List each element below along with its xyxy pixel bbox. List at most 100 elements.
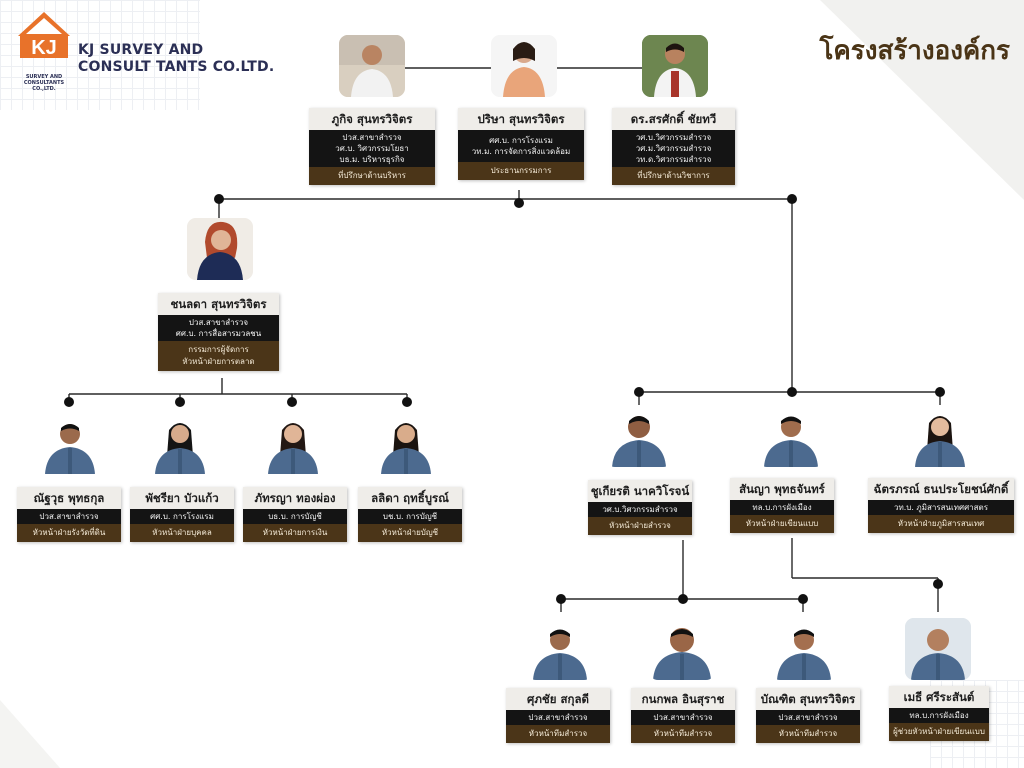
connector-dot xyxy=(935,387,945,397)
avatar-p2 xyxy=(491,35,557,97)
position-line: หัวหน้าฝ่ายการตลาด xyxy=(182,357,255,366)
connector-dot xyxy=(787,387,797,397)
person-name: ฉัตรภรณ์ ธนประโยชน์ศักดิ์ xyxy=(868,478,1014,500)
person-name: ลลิดา ฤทธิ์บูรณ์ xyxy=(358,487,462,509)
education-line: ศศ.บ. การโรงแรม xyxy=(489,136,553,145)
connector-dot xyxy=(798,594,808,604)
connector-dot xyxy=(634,387,644,397)
person-name: ชนลดา สุนทรวิจิตร xyxy=(158,293,279,315)
person-position: หัวหน้าทีมสำรวจ xyxy=(756,725,860,743)
education-line: วท.ม. การจัดการสิ่งแวดล้อม xyxy=(471,147,571,156)
person-education: ปวส.สาขาสำรวจ วศ.บ. วิศวกรรมโยธา บธ.ม. บ… xyxy=(309,130,435,167)
education-line: บธ.บ. การบัญชี xyxy=(268,512,322,521)
person-name: กนกพล อินสุราช xyxy=(631,688,735,710)
education-line: ปวส.สาขาสำรวจ xyxy=(342,133,402,142)
avatar-p7 xyxy=(260,412,326,474)
position-line: ผู้ช่วยหัวหน้าฝ่ายเขียนแบบ xyxy=(893,727,985,736)
person-name: ภูกิจ สุนทรวิจิตร xyxy=(309,108,435,130)
connector-dot xyxy=(214,194,224,204)
person-education: ปวส.สาขาสำรวจ xyxy=(17,509,121,524)
position-line: ที่ปรึกษาด้านวิชาการ xyxy=(637,171,710,180)
person-education: ทล.บ.การผังเมือง xyxy=(889,708,989,723)
education-line: บธ.ม. บริหารธุรกิจ xyxy=(339,155,405,164)
person-education: ปวส.สาขาสำรวจ ศศ.บ. การสื่อสารมวลชน xyxy=(158,315,279,341)
card-p11: ฉัตรภรณ์ ธนประโยชน์ศักดิ์ วท.บ. ภูมิสารส… xyxy=(868,478,1014,533)
card-p2: ปริษา สุนทรวิจิตร ศศ.บ. การโรงแรม วท.ม. … xyxy=(458,108,584,180)
position-line: หัวหน้าฝ่ายการเงิน xyxy=(262,528,328,537)
person-name: ชูเกียรติ นาควิโรจน์ xyxy=(588,480,692,502)
avatar-p15 xyxy=(905,618,971,680)
education-line: ปวส.สาขาสำรวจ xyxy=(653,713,713,722)
card-p9: ชูเกียรติ นาควิโรจน์ วศ.บ.วิศวกรรมสำรวจ … xyxy=(588,480,692,535)
education-line: วท.บ. ภูมิสารสนเทศศาสตร xyxy=(893,503,989,512)
person-position: หัวหน้าทีมสำรวจ xyxy=(631,725,735,743)
person-position: ผู้ช่วยหัวหน้าฝ่ายเขียนแบบ xyxy=(889,723,989,741)
avatar-p12 xyxy=(527,618,593,680)
education-line: ปวส.สาขาสำรวจ xyxy=(528,713,588,722)
person-education: ศศ.บ. การโรงแรม วท.ม. การจัดการสิ่งแวดล้… xyxy=(458,130,584,162)
person-position: ประธานกรรมการ xyxy=(458,162,584,180)
person-education: ปวส.สาขาสำรวจ xyxy=(756,710,860,725)
company-logo: KJ SURVEY AND CONSULTANTS CO.,LTD. xyxy=(14,10,74,92)
avatar-p5 xyxy=(37,412,103,474)
person-education: บธ.บ. การบัญชี xyxy=(243,509,347,524)
person-position: หัวหน้าฝ่ายบุคคล xyxy=(130,524,234,542)
person-name: เมธี ศรีระสันต์ xyxy=(889,686,989,708)
company-name-line1: KJ SURVEY AND xyxy=(78,42,204,58)
avatar-p4 xyxy=(187,218,253,280)
person-name: ปริษา สุนทรวิจิตร xyxy=(458,108,584,130)
education-line: ปวส.สาขาสำรวจ xyxy=(778,713,838,722)
position-line: หัวหน้าฝ่ายภูมิสารสนเทศ xyxy=(897,519,985,528)
person-education: วศ.บ.วิศวกรรมสำรวจ xyxy=(588,502,692,517)
avatar-p6 xyxy=(147,412,213,474)
education-line: วศ.ม.วิศวกรรมสำรวจ xyxy=(635,144,712,153)
person-position: หัวหน้าฝ่ายภูมิสารสนเทศ xyxy=(868,515,1014,533)
avatar-p11 xyxy=(907,405,973,467)
card-p5: ณัฐวุธ พุทธกุล ปวส.สาขาสำรวจ หัวหน้าฝ่าย… xyxy=(17,487,121,542)
position-line: ที่ปรึกษาด้านบริหาร xyxy=(338,171,406,180)
person-position: หัวหน้าฝ่ายสำรวจ xyxy=(588,517,692,535)
education-line: ทล.บ.การผังเมือง xyxy=(909,711,969,720)
position-line: หัวหน้าฝ่ายบัญชี xyxy=(381,528,439,537)
education-line: วท.ด.วิศวกรรมสำรวจ xyxy=(635,155,712,164)
connector-dot xyxy=(514,198,524,208)
person-name: ศุภชัย สกุลดี xyxy=(506,688,610,710)
connector-dot xyxy=(402,397,412,407)
education-line: วศ.บ.วิศวกรรมสำรวจ xyxy=(602,505,678,514)
company-name: KJ SURVEY AND CONSULT TANTS CO.LTD. xyxy=(78,42,274,76)
position-line: ประธานกรรมการ xyxy=(490,166,552,175)
position-line: หัวหน้าฝ่ายสำรวจ xyxy=(609,521,671,530)
card-p4: ชนลดา สุนทรวิจิตร ปวส.สาขาสำรวจ ศศ.บ. กา… xyxy=(158,293,279,371)
card-p14: บัณฑิต สุนทรวิจิตร ปวส.สาขาสำรวจ หัวหน้า… xyxy=(756,688,860,743)
position-line: หัวหน้าฝ่ายบุคคล xyxy=(152,528,212,537)
position-line: กรรมการผู้จัดการ xyxy=(188,345,249,354)
person-name: ณัฐวุธ พุทธกุล xyxy=(17,487,121,509)
logo-letters: KJ xyxy=(31,37,57,59)
person-position: หัวหน้าฝ่ายเขียนแบบ xyxy=(730,515,834,533)
avatar-p3 xyxy=(642,35,708,97)
person-name: ดร.สรศักดิ์ ชัยทวี xyxy=(612,108,735,130)
card-p13: กนกพล อินสุราช ปวส.สาขาสำรวจ หัวหน้าทีมส… xyxy=(631,688,735,743)
person-education: ปวส.สาขาสำรวจ xyxy=(631,710,735,725)
education-line: วศ.บ. วิศวกรรมโยธา xyxy=(335,144,409,153)
education-line: ศศ.บ. การโรงแรม xyxy=(150,512,214,521)
person-name: สันญา พุทธจันทร์ xyxy=(730,478,834,500)
person-position: กรรมการผู้จัดการ หัวหน้าฝ่ายการตลาด xyxy=(158,341,279,371)
card-p6: พัชรียา บัวแก้ว ศศ.บ. การโรงแรม หัวหน้าฝ… xyxy=(130,487,234,542)
person-education: ศศ.บ. การโรงแรม xyxy=(130,509,234,524)
card-p1: ภูกิจ สุนทรวิจิตร ปวส.สาขาสำรวจ วศ.บ. วิ… xyxy=(309,108,435,185)
avatar-p14 xyxy=(771,618,837,680)
connector-dot xyxy=(678,594,688,604)
company-name-line2: CONSULT TANTS CO.LTD. xyxy=(78,59,275,75)
person-education: บช.บ. การบัญชี xyxy=(358,509,462,524)
position-line: หัวหน้าทีมสำรวจ xyxy=(528,729,588,738)
card-p8: ลลิดา ฤทธิ์บูรณ์ บช.บ. การบัญชี หัวหน้าฝ… xyxy=(358,487,462,542)
education-line: วศ.บ.วิศวกรรมสำรวจ xyxy=(635,133,712,142)
connector-dot xyxy=(787,194,797,204)
card-p7: ภัทรญา ทองผ่อง บธ.บ. การบัญชี หัวหน้าฝ่า… xyxy=(243,487,347,542)
person-education: วศ.บ.วิศวกรรมสำรวจ วศ.ม.วิศวกรรมสำรวจ วท… xyxy=(612,130,735,167)
person-position: ที่ปรึกษาด้านวิชาการ xyxy=(612,167,735,185)
person-position: หัวหน้าทีมสำรวจ xyxy=(506,725,610,743)
avatar-p10 xyxy=(758,405,824,467)
connector-dot xyxy=(556,594,566,604)
